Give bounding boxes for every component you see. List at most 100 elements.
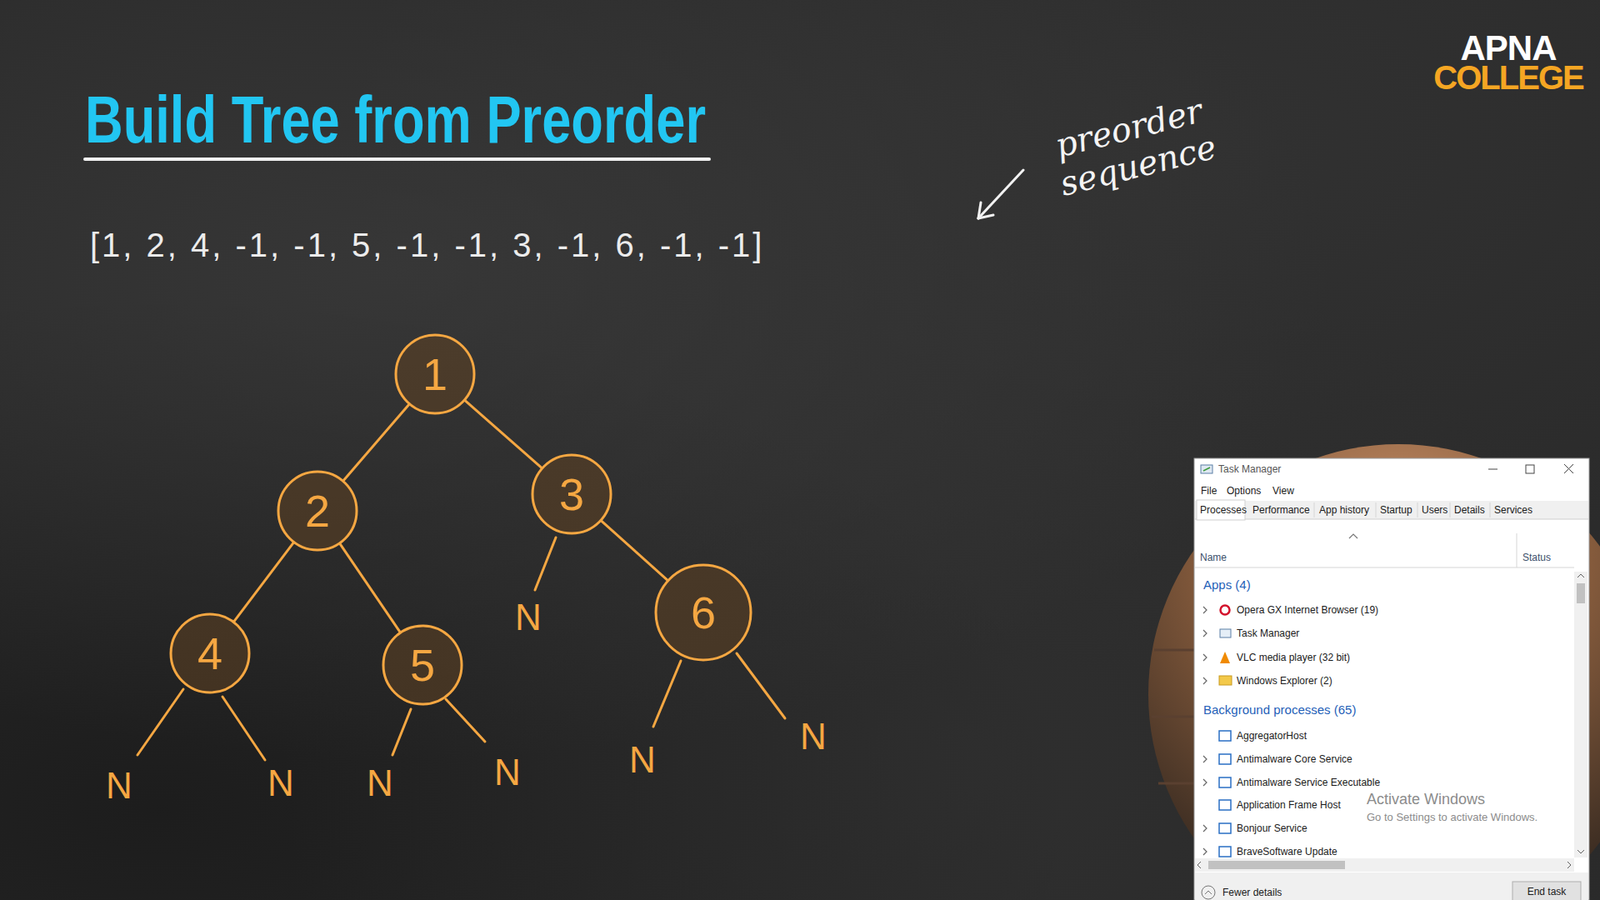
tab-strip — [1375, 502, 1377, 518]
tab-strip — [1490, 502, 1491, 518]
bookshelf — [1151, 715, 1195, 719]
tree-edge — [343, 404, 409, 480]
note-arrow — [978, 170, 1024, 219]
tab-strip — [1314, 502, 1490, 518]
tab-label: App history — [1319, 504, 1370, 516]
tree-edge — [340, 544, 400, 633]
footer-bar — [1201, 885, 1215, 900]
node-value: 5 — [410, 642, 435, 688]
expand-chevron — [1203, 825, 1207, 832]
process-icon — [1219, 605, 1232, 858]
tree-node: 5 — [381, 624, 464, 706]
process-name: Bonjour Service — [1236, 822, 1308, 835]
process-name: BraveSoftware Update — [1236, 845, 1338, 858]
process-icon — [1219, 675, 1232, 685]
tab-label: Performance — [1252, 504, 1310, 516]
node-circle — [532, 455, 611, 534]
expand-chevron — [1203, 630, 1207, 637]
watermark: Go to Settings to activate Windows. — [1366, 810, 1538, 825]
node-value: 6 — [690, 590, 716, 635]
tab-strip — [1450, 502, 1451, 518]
scrollbar — [1567, 861, 1571, 869]
tree-node: 2 — [276, 470, 359, 552]
window-frame — [1194, 458, 1590, 900]
process-name: VLC media player (32 bit) — [1236, 651, 1350, 664]
expand-chevron — [1203, 848, 1207, 855]
app-icon — [1200, 465, 1213, 474]
process-name: AggregatorHost — [1236, 730, 1307, 742]
process-name: Application Frame Host — [1236, 799, 1341, 811]
process-name: Antimalware Service Executable — [1236, 776, 1380, 789]
group-header: Apps (4) — [1203, 577, 1251, 593]
window-title: Task Manager — [1218, 463, 1281, 475]
process-icon — [1219, 777, 1231, 788]
tab-strip — [1417, 502, 1419, 518]
node-value: 4 — [197, 630, 223, 676]
handwritten-note: preorder sequence — [1039, 88, 1228, 205]
process-icon — [1220, 629, 1231, 638]
note-arrow — [978, 215, 994, 219]
null-child-line — [445, 699, 485, 742]
app-icon — [1203, 467, 1210, 471]
null-child-line — [535, 537, 556, 590]
process-icon — [1219, 823, 1231, 834]
scrollbar — [1577, 850, 1585, 854]
tab-label: Startup — [1380, 504, 1413, 516]
null-marker: N — [800, 718, 827, 755]
column-header-lines — [1516, 533, 1518, 568]
tree-node: 1 — [394, 333, 476, 415]
tab-label: Services — [1494, 504, 1533, 516]
null-child-line — [222, 696, 265, 760]
footer-bar — [1512, 881, 1581, 900]
tree-edge — [465, 400, 542, 469]
column-header: Name — [1200, 551, 1227, 564]
title-underline — [85, 157, 710, 161]
scrollbar — [1576, 583, 1585, 604]
button-label: End task — [1512, 885, 1581, 898]
expand-chevron — [1203, 606, 1207, 855]
note-arrow — [978, 202, 981, 219]
window-controls — [1564, 464, 1574, 474]
process-name: Opera GX Internet Browser (19) — [1236, 604, 1379, 616]
footer-bar — [1195, 872, 1589, 900]
window-controls — [1488, 469, 1498, 470]
node-circle — [383, 625, 462, 705]
bookshelf — [1158, 782, 1195, 785]
process-icon — [1220, 651, 1230, 664]
menu-item: File — [1200, 485, 1217, 497]
window-controls — [1525, 465, 1535, 474]
process-icon — [1219, 800, 1231, 810]
node-circle — [170, 614, 250, 693]
column-header-lines — [1195, 567, 1575, 569]
tree-node: 3 — [530, 453, 613, 535]
tab-strip — [1314, 502, 1315, 518]
bookshelf — [1154, 649, 1195, 652]
tree-node: 6 — [654, 563, 753, 662]
note-arrow — [978, 170, 1024, 219]
process-name: Antimalware Core Service — [1236, 753, 1353, 765]
null-child-line — [736, 653, 785, 719]
column-header-lines — [1195, 533, 1575, 568]
tab-strip — [1195, 500, 1589, 520]
null-marker: N — [629, 741, 656, 779]
node-value: 2 — [305, 488, 330, 534]
node-circle — [278, 471, 357, 550]
tab-label: Details — [1454, 504, 1485, 516]
node-circle — [395, 335, 475, 414]
footer-bar — [1205, 890, 1212, 895]
menu-item: View — [1272, 485, 1295, 497]
scrollbar — [1195, 858, 1575, 872]
expand-chevron — [1203, 606, 1207, 614]
footer-link: Fewer details — [1222, 886, 1282, 899]
expand-chevron — [1203, 755, 1207, 763]
null-child-line — [392, 709, 411, 755]
process-name: Windows Explorer (2) — [1236, 675, 1333, 687]
scrollbar — [1574, 571, 1588, 858]
node-value: 1 — [422, 351, 448, 397]
scrollbar — [1577, 574, 1585, 578]
process-icon — [1220, 605, 1230, 615]
process-icon — [1219, 730, 1231, 741]
null-child-line — [653, 660, 681, 727]
tree-edge — [601, 520, 668, 580]
